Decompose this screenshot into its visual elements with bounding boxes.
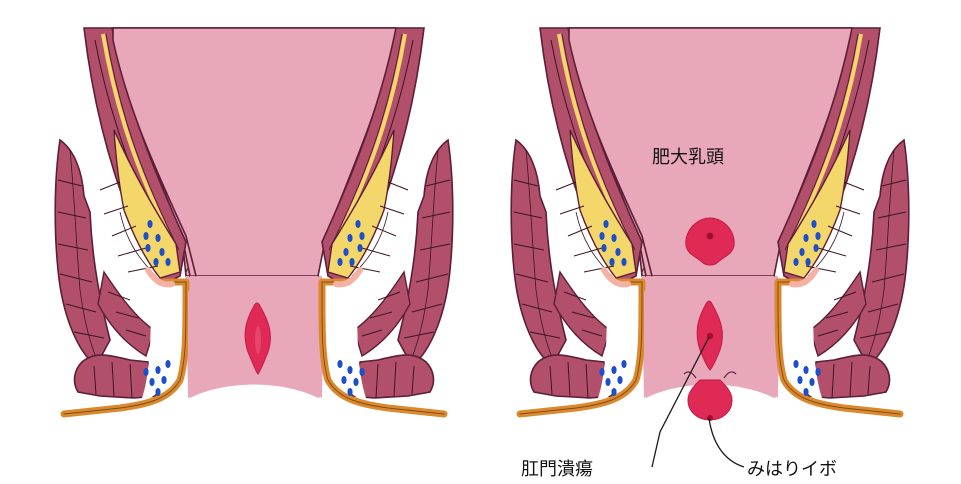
normal-anal-canal — [55, 28, 453, 414]
skin-tag-label: みはりイボ — [747, 459, 837, 481]
pathological-anal-canal — [511, 28, 909, 421]
hypertrophied-papilla-label: 肥大乳頭 — [652, 147, 724, 169]
anal-fissure-label: 肛門潰瘍 — [521, 459, 593, 481]
